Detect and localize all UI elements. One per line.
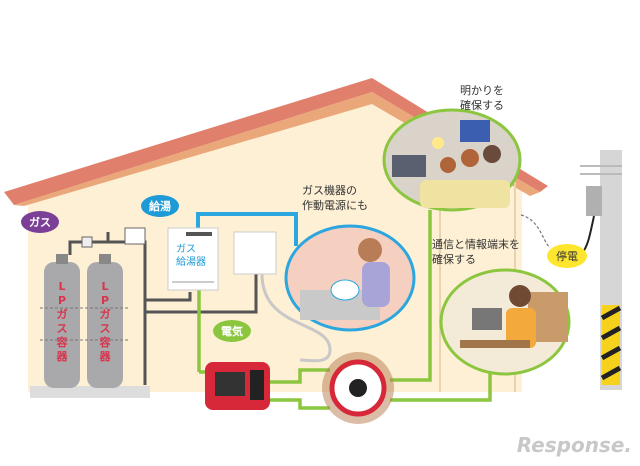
svg-text:ス: ス — [57, 322, 68, 335]
communication-caption-2: 確保する — [432, 252, 476, 266]
lighting-caption-1: 明かりを — [460, 84, 504, 97]
communication-caption-1: 通信と情報端末を — [432, 237, 520, 251]
kitchen-scene-cloud — [284, 224, 416, 332]
gas-badge — [21, 211, 59, 233]
svg-text:L: L — [58, 280, 65, 293]
water-pipe — [196, 212, 298, 246]
electricity-label: 電気 — [221, 324, 243, 338]
lighting-caption-2: 確保する — [460, 98, 504, 112]
svg-text:容: 容 — [56, 335, 68, 349]
svg-text:ス: ス — [100, 322, 111, 335]
hot-water-badge — [141, 195, 179, 217]
lp-tank-2-label: L P ガ ス 容 器 — [99, 280, 112, 363]
roof — [4, 78, 548, 205]
svg-text:P: P — [58, 294, 66, 307]
gas-appliance-caption-1: ガス機器の — [302, 183, 357, 197]
generator — [205, 362, 270, 410]
svg-text:器: 器 — [99, 350, 112, 363]
computer-scene-cloud — [439, 268, 571, 376]
blackout-badge — [547, 244, 587, 268]
gas-appliance-caption-2: 作動電源にも — [302, 198, 368, 212]
water-heater-label-1: ガス — [176, 243, 196, 255]
gas-label: ガス — [29, 215, 51, 229]
lp-tank-1-label: L P ガ ス 容 器 — [56, 280, 69, 363]
svg-text:器: 器 — [56, 350, 69, 363]
lp-gas-tanks — [30, 254, 150, 398]
gas-hose — [260, 273, 332, 363]
svg-text:L: L — [101, 280, 108, 293]
response-watermark: Response. — [517, 433, 632, 457]
svg-text:ガ: ガ — [57, 307, 68, 321]
blackout-label: 停電 — [556, 249, 578, 263]
electricity-badge — [213, 320, 251, 342]
gas-pipes — [68, 232, 258, 385]
svg-text:容: 容 — [99, 335, 111, 349]
hot-water-label: 給湯 — [149, 199, 171, 213]
gas-water-heater — [167, 227, 219, 291]
utility-pole — [520, 150, 622, 390]
outlet-panel — [233, 231, 277, 275]
cord-reel — [322, 352, 394, 424]
svg-text:P: P — [101, 294, 109, 307]
power-lines — [197, 210, 492, 410]
living-room-cloud — [382, 108, 522, 212]
water-heater-label-2: 給湯器 — [176, 255, 206, 268]
svg-text:ガ: ガ — [100, 307, 111, 321]
